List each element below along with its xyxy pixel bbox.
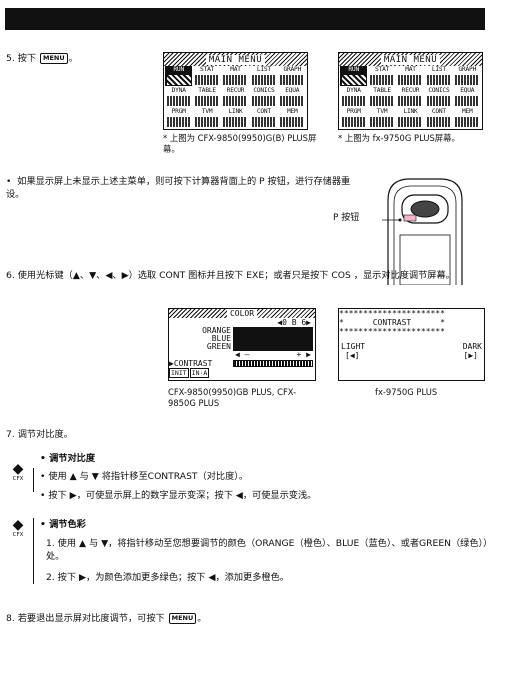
menu-grid: RUN STAT MAT LIST GRAPH DYNA TABLE RECUR… (164, 66, 307, 128)
step-8: 8. 若要退出显示屏对比度调节，可按下 MENU。 (6, 612, 206, 625)
calculator-back-illustration (382, 178, 463, 285)
caption-color-screen: CFX-9850(9950)GB PLUS, CFX-9850G PLUS (168, 387, 297, 408)
color-title: COLOR (169, 309, 315, 318)
menu-icon-table: TABLE (368, 87, 395, 107)
menu-title: MAIN MENU (164, 53, 307, 66)
adjust-contrast-bullet-1: • 使用 ▲ 与 ▼ 将指针移至CONTRAST（对比度）。 (40, 471, 249, 482)
caption-fx: * 上图为 fx-9750G PLUS屏幕。 (338, 133, 460, 143)
menu-icon-link: LINK (397, 108, 424, 128)
bullet: • (6, 176, 18, 187)
menu-icon-graph: GRAPH (454, 66, 481, 86)
menu-icon-conics: CONICS (425, 87, 452, 107)
header-bar (5, 8, 485, 30)
contrast-title: * CONTRAST * (339, 318, 445, 327)
caption-cfx: * 上图为 CFX-9850(9950)G(B) PLUS屏幕。 (163, 133, 317, 154)
menu-icon-mat: MAT (222, 66, 249, 86)
menu-icon-graph: GRAPH (279, 66, 306, 86)
adjust-contrast-heading: • 调节对比度 (40, 453, 96, 464)
menu-icon-cont: CONT (425, 108, 452, 128)
cfx-label: CFX (12, 532, 24, 538)
menu-icon-tvm: TVM (193, 108, 220, 128)
caption-fx-screen: fx-9750G PLUS (375, 387, 438, 397)
menu-icon-equa: EQUA (279, 87, 306, 107)
step-text: 按下 (17, 53, 37, 64)
step-number: 6. (6, 270, 15, 281)
menu-key-icon: MENU (40, 53, 68, 64)
step-text: 调节对比度。 (17, 429, 73, 440)
menu-icon-mat: MAT (397, 66, 424, 86)
menu-icon-link: LINK (222, 108, 249, 128)
menu-icon-list: LIST (425, 66, 452, 86)
diamond-icon: ◆ (12, 517, 24, 533)
menu-icon-run: RUN (165, 66, 193, 86)
p-button-label: P 按钮 (333, 213, 360, 223)
color-plusminus: ◀ —+ ▶ (235, 350, 311, 359)
stars-top: ********************** (339, 309, 445, 318)
menu-icon-cont: CONT (250, 108, 277, 128)
menu-icon-table: TABLE (193, 87, 220, 107)
menu-icon-conics: CONICS (250, 87, 277, 107)
menu-icon-recur: RECUR (397, 87, 424, 107)
step-text: 使用光标键（▲、▼、◀、▶）选取 CONT 图标并且按下 EXE；或者只是按下 … (17, 270, 455, 281)
menu-key-icon: MENU (168, 613, 197, 624)
menu-title: MAIN MENU (339, 53, 482, 66)
reset-text: 如果显示屏上未显示上述主菜单，则可按下计算器背面上的 P 按钮，进行存储器重设。 (6, 176, 351, 200)
fkey-init: INIT (169, 368, 189, 378)
color-adjust-screen: COLOR ◀0 B 6▶ ORANGE BLUE GREEN ◀ —+ ▶ ▶… (168, 308, 316, 381)
menu-icon-mem: MEM (279, 108, 306, 128)
cfx-badge-2: ◆ CFX (10, 518, 26, 538)
cfx-badge-1: ◆ CFX (10, 462, 26, 482)
stars-bottom: ********************** (339, 327, 445, 336)
color-row-orange: ORANGE (169, 327, 315, 335)
divider (33, 518, 34, 584)
menu-icon-prgm: PRGM (165, 108, 192, 128)
menu-icon-recur: RECUR (222, 87, 249, 107)
main-menu-screen-fx: MAIN MENU RUN STAT MAT LIST GRAPH DYNA T… (338, 52, 483, 130)
menu-icon-list: LIST (250, 66, 277, 86)
adjust-color-item-1: 1. 使用 ▲ 与 ▼，将指针移动至您想要调节的颜色（ORANGE（橙色）、BL… (46, 538, 488, 562)
step-5: 5. 按下 MENU。 (6, 52, 78, 65)
menu-icon-run: RUN (340, 66, 368, 86)
punct: 。 (68, 53, 78, 64)
menu-icon-dyna: DYNA (340, 87, 367, 107)
adjust-color-item-2: 2. 按下 ▶，为颜色添加更多绿色；按下 ◀，添加更多橙色。 (46, 572, 289, 583)
divider (33, 468, 34, 492)
contrast-screen-fx: ********************** * CONTRAST * ****… (338, 308, 485, 381)
diamond-icon: ◆ (12, 461, 24, 477)
contrast-row: ▶CONTRAST (169, 359, 315, 368)
step-6: 6. 使用光标键（▲、▼、◀、▶）选取 CONT 图标并且按下 EXE；或者只是… (6, 269, 496, 282)
menu-icon-mem: MEM (454, 108, 481, 128)
step-number: 8. (6, 613, 15, 624)
step-number: 7. (6, 429, 15, 440)
menu-icon-dyna: DYNA (165, 87, 192, 107)
function-keys: INIT IN·A (169, 368, 315, 378)
cfx-label: CFX (12, 476, 24, 482)
fkey-ina: IN·A (189, 368, 210, 378)
menu-icon-stat: STAT (368, 66, 395, 86)
adjust-contrast-bullet-2: • 按下 ▶，可使显示屏上的数字显示变深；按下 ◀，可使显示变浅。 (40, 490, 317, 501)
main-menu-screen-cfx: MAIN MENU RUN STAT MAT LIST GRAPH DYNA T… (163, 52, 308, 130)
menu-icon-tvm: TVM (368, 108, 395, 128)
punct: 。 (197, 613, 207, 624)
step-7: 7. 调节对比度。 (6, 428, 73, 441)
menu-icon-prgm: PRGM (340, 108, 367, 128)
menu-grid: RUN STAT MAT LIST GRAPH DYNA TABLE RECUR… (339, 66, 482, 128)
arrow-row: [◀][▶] (345, 351, 478, 360)
color-row-green: GREEN (169, 343, 315, 351)
color-scale: ◀0 B 6▶ (277, 318, 311, 327)
color-row-blue: BLUE (169, 335, 315, 343)
menu-icon-stat: STAT (193, 66, 220, 86)
adjust-color-heading: • 调节色彩 (40, 519, 86, 530)
menu-icon-equa: EQUA (454, 87, 481, 107)
step-number: 5. (6, 53, 15, 64)
step-text: 若要退出显示屏对比度调节，可按下 (17, 613, 165, 624)
reset-note: • 如果显示屏上未显示上述主菜单，则可按下计算器背面上的 P 按钮，进行存储器重… (6, 175, 366, 201)
